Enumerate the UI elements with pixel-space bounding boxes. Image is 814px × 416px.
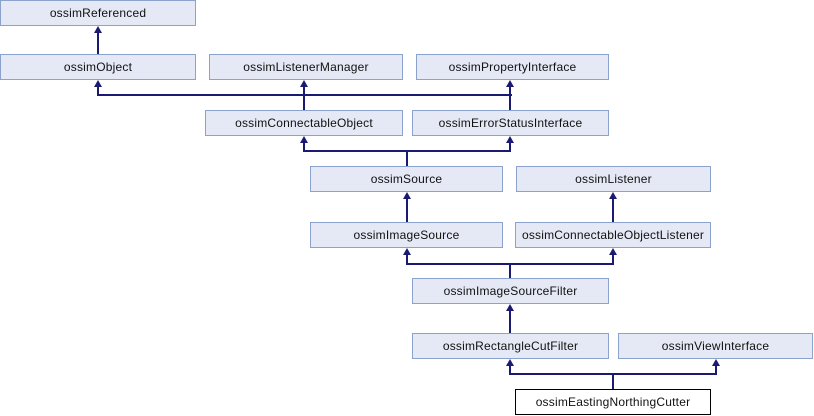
arrowhead-ossimReferenced	[94, 26, 102, 33]
node-label: ossimObject	[63, 60, 133, 74]
arrowhead-ossimConnectableObject	[300, 136, 308, 143]
edge-ossimListenerManager-stub	[303, 87, 305, 95]
edge-drop-to-ossimImageSourceFilter	[509, 263, 511, 278]
edge-ossimRectangleCutFilter-to-ossimImageSourceFilter	[509, 311, 511, 333]
node-label: ossimConnectableObjectListener	[521, 228, 705, 242]
node-label: ossimSource	[370, 172, 443, 186]
node-ossimConnectableObject[interactable]: ossimConnectableObject	[205, 110, 403, 136]
edge-ossimObject-stub	[97, 87, 99, 95]
arrowhead-ossimRectangleCutFilter	[506, 359, 514, 366]
edge-ossimErrorStatusInterface-stub	[509, 143, 511, 151]
node-label: ossimImageSourceFilter	[443, 284, 578, 298]
node-label: ossimConnectableObject	[235, 116, 373, 130]
edge-ossimViewInterface-stub	[715, 366, 717, 374]
arrowhead-ossimListenerManager	[300, 80, 308, 87]
node-label: ossimErrorStatusInterface	[438, 116, 583, 130]
edge-ossimConnectableObjectListener-stub	[612, 255, 614, 264]
node-label: ossimEastingNorthingCutter	[535, 395, 691, 409]
arrowhead-ossimImageSourceFilter	[506, 304, 514, 311]
node-ossimRectangleCutFilter[interactable]: ossimRectangleCutFilter	[412, 333, 609, 359]
edge-ossimConnectableObject-stub	[303, 143, 305, 151]
edge-ossimRectangleCutFilter-stub	[509, 366, 511, 374]
arrowhead-ossimConnectableObjectListener	[609, 248, 617, 255]
node-ossimImageSource[interactable]: ossimImageSource	[310, 222, 503, 248]
node-label: ossimReferenced	[49, 6, 147, 20]
arrowhead-ossimPropertyInterface	[506, 80, 514, 87]
node-ossimConnectableObjectListener[interactable]: ossimConnectableObjectListener	[515, 222, 711, 248]
node-ossimEastingNorthingCutter[interactable]: ossimEastingNorthingCutter	[515, 389, 711, 415]
node-ossimListener[interactable]: ossimListener	[516, 166, 711, 192]
edge-drop-to-ossimEastingNorthingCutter	[612, 373, 614, 389]
node-label: ossimRectangleCutFilter	[442, 339, 579, 353]
node-label: ossimViewInterface	[661, 339, 770, 353]
arrowhead-ossimSource	[403, 192, 411, 199]
arrowhead-ossimErrorStatusInterface	[506, 136, 514, 143]
node-ossimImageSourceFilter[interactable]: ossimImageSourceFilter	[412, 278, 609, 304]
node-label: ossimPropertyInterface	[448, 60, 577, 74]
node-label: ossimListener	[575, 172, 652, 186]
node-label: ossimImageSource	[353, 228, 460, 242]
node-label: ossimListenerManager	[243, 60, 369, 74]
node-ossimErrorStatusInterface[interactable]: ossimErrorStatusInterface	[412, 110, 609, 136]
node-ossimReferenced[interactable]: ossimReferenced	[0, 0, 196, 26]
edge-ossimImageSource-stub	[406, 255, 408, 264]
edge-drop-to-ossimConnectableObject	[303, 94, 305, 110]
arrowhead-ossimImageSource	[403, 248, 411, 255]
edge-ossimErrorStatusInterface-to-ossimPropertyInterface	[509, 87, 511, 110]
edge-drop-to-ossimSource	[406, 150, 408, 166]
arrowhead-ossimObject	[94, 80, 102, 87]
arrowhead-ossimViewInterface	[712, 359, 720, 366]
edge-ossimImageSource-to-ossimSource	[406, 199, 408, 222]
node-ossimViewInterface[interactable]: ossimViewInterface	[618, 333, 813, 359]
arrowhead-ossimListener	[609, 192, 617, 199]
node-ossimListenerManager[interactable]: ossimListenerManager	[209, 54, 403, 80]
node-ossimSource[interactable]: ossimSource	[310, 166, 503, 192]
edge-ossimObject-to-ossimReferenced	[97, 33, 99, 54]
node-ossimPropertyInterface[interactable]: ossimPropertyInterface	[416, 54, 609, 80]
edge-ossimConnectableObjectListener-to-ossimListener	[612, 199, 614, 222]
node-ossimObject[interactable]: ossimObject	[0, 54, 196, 80]
